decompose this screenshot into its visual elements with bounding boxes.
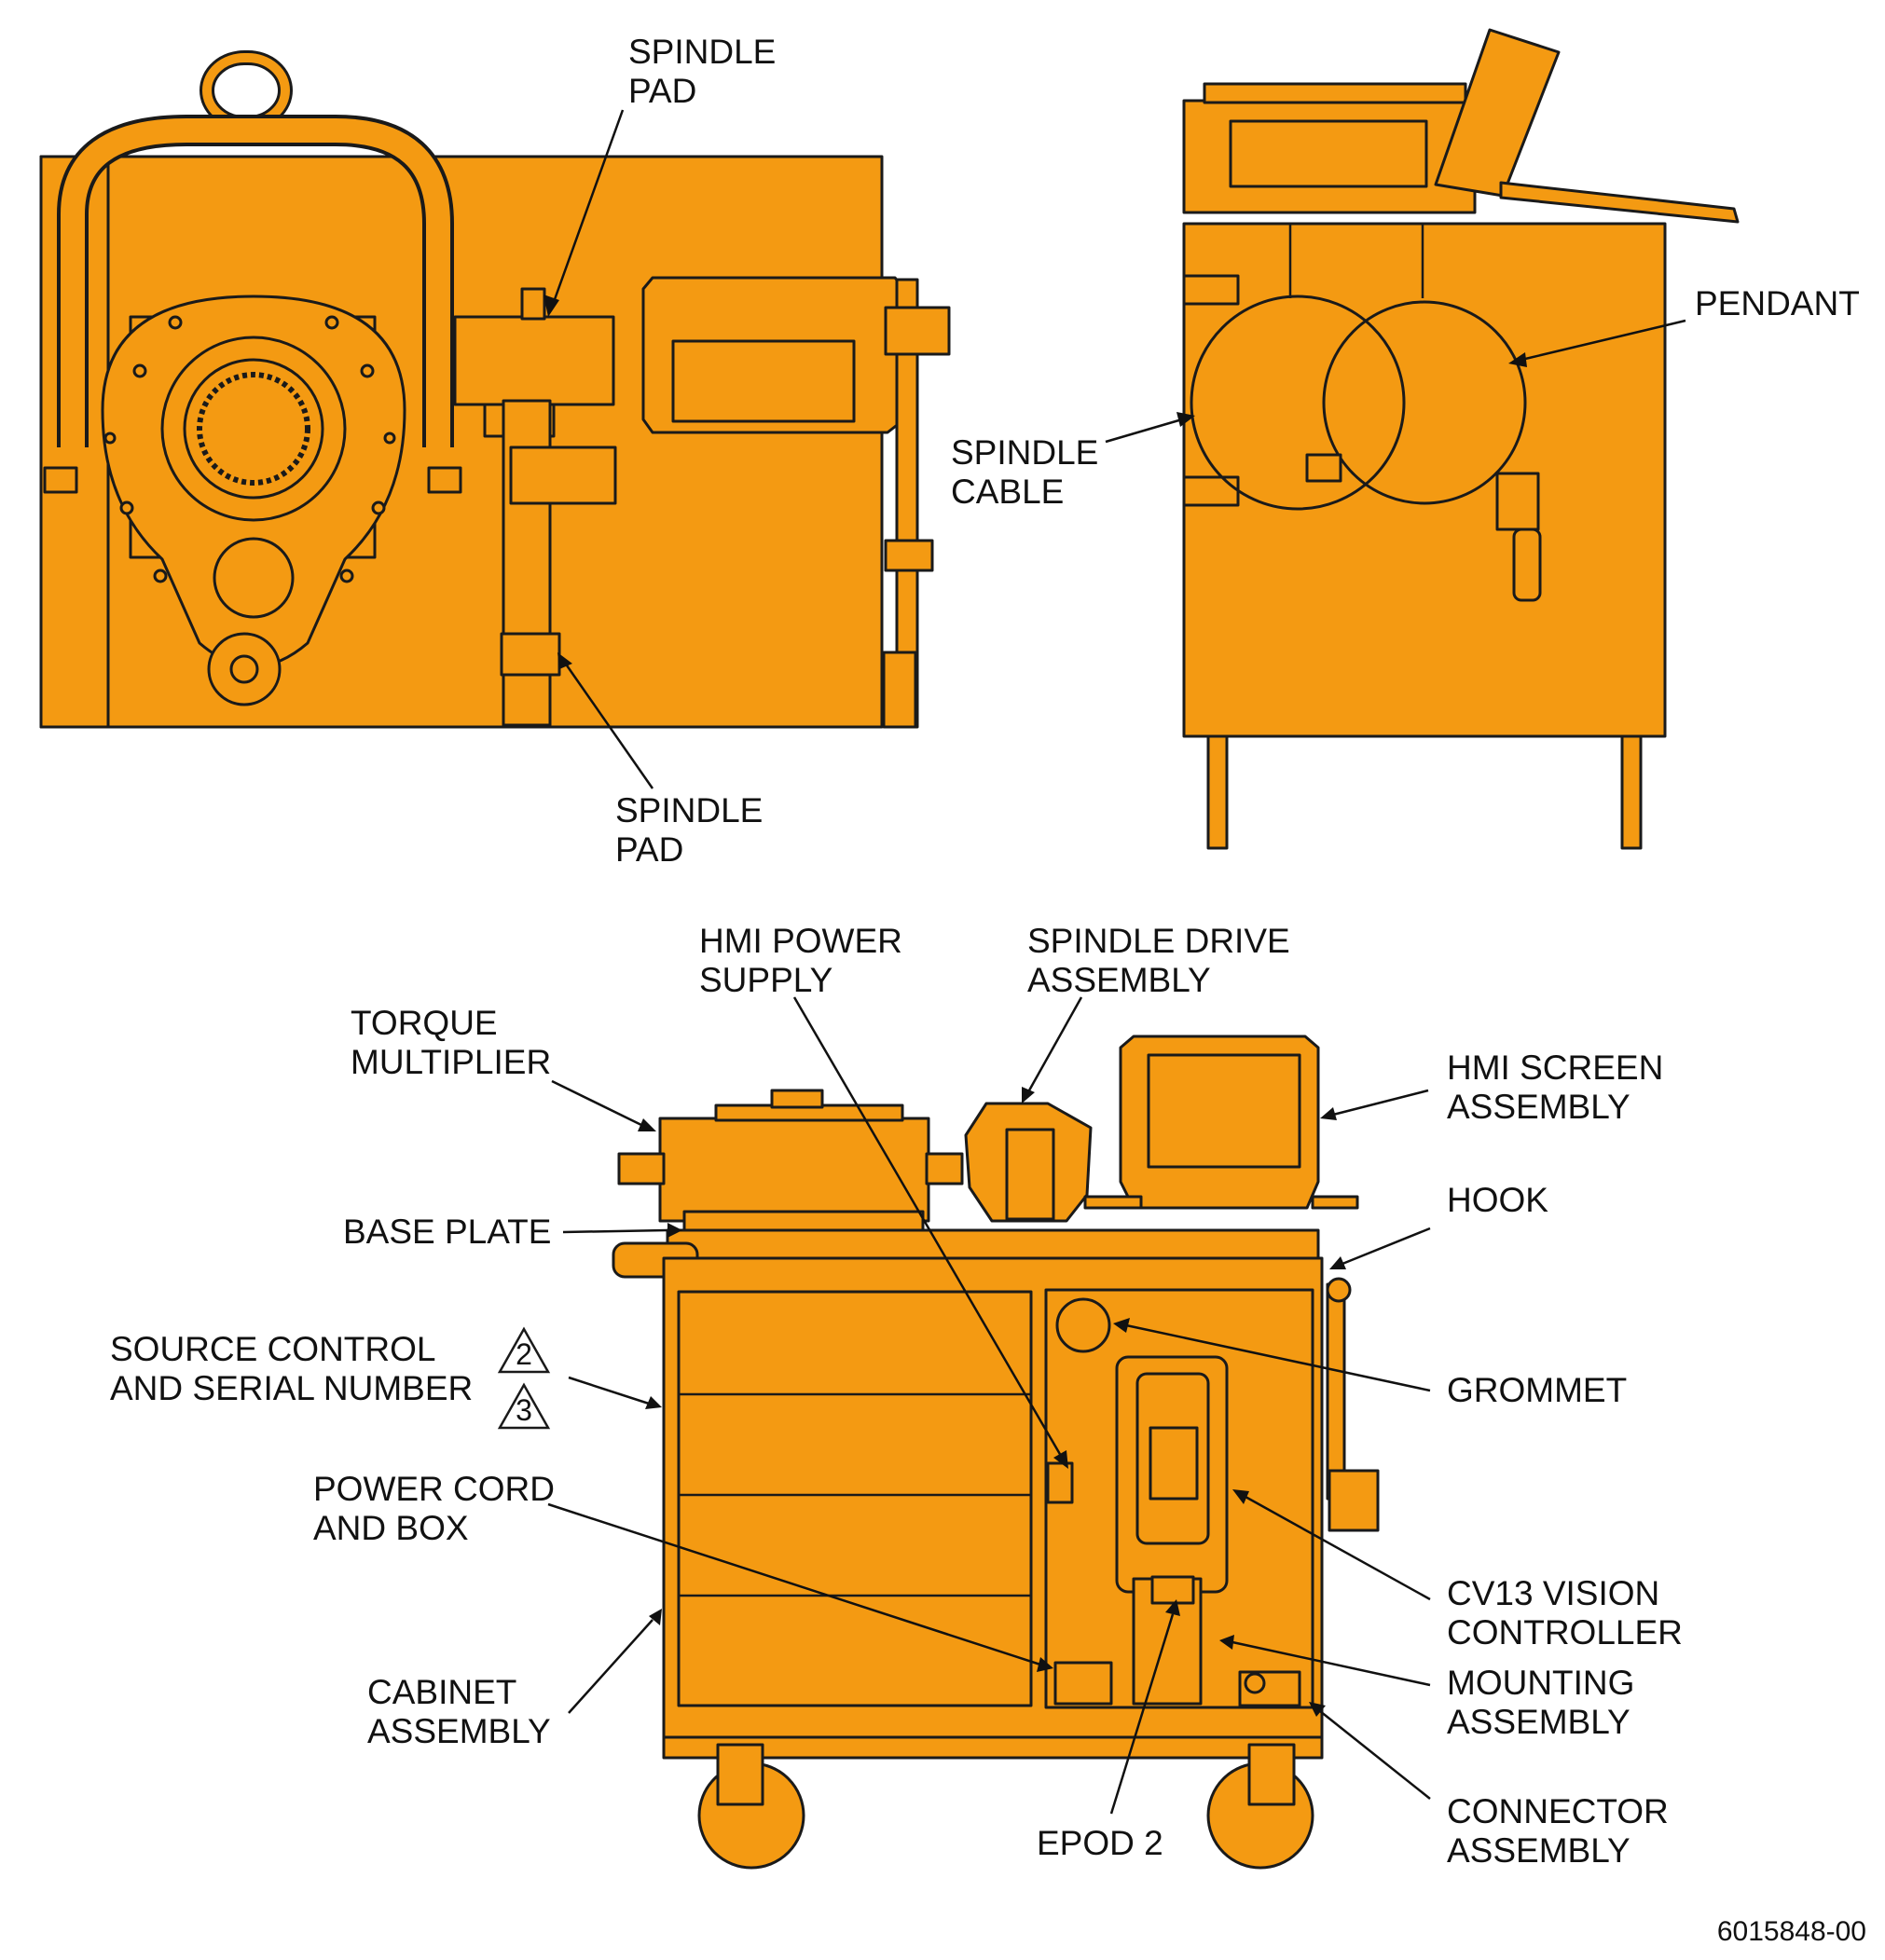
label-hmi-power-supply: HMI POWER SUPPLY <box>699 922 912 999</box>
label-cv13-vision-controller: CV13 VISION CONTROLLER <box>1447 1574 1683 1652</box>
label-hook: HOOK <box>1447 1181 1548 1219</box>
side-view-hmi-panel <box>1434 28 1561 198</box>
label-spindle-cable: SPINDLE CABLE <box>951 433 1108 511</box>
spindle-cable-coil <box>1190 295 1406 511</box>
side-view-handle <box>1499 181 1740 224</box>
side-view-cabinet <box>1182 222 1667 738</box>
label-epod-2: EPOD 2 <box>1037 1824 1163 1862</box>
hook <box>1326 1282 1346 1501</box>
pendant-cable-coil <box>1322 300 1527 505</box>
label-power-cord: POWER CORD AND BOX <box>313 1470 564 1547</box>
note-3-flag: 3 <box>497 1382 551 1430</box>
label-source-control: SOURCE CONTROL AND SERIAL NUMBER <box>110 1330 473 1407</box>
grommet <box>1055 1297 1111 1353</box>
svg-text:2: 2 <box>516 1337 532 1371</box>
front-view <box>612 1035 1380 1870</box>
spindle-pad-top <box>453 315 615 406</box>
figure-id: 6015848-00 <box>1717 1916 1866 1947</box>
base-plate <box>682 1210 925 1232</box>
note-2-flag: 2 <box>497 1326 551 1374</box>
label-grommet: GROMMET <box>1447 1371 1627 1409</box>
side-view <box>1182 28 1740 850</box>
svg-text:3: 3 <box>516 1393 532 1427</box>
label-spindle-pad-top: SPINDLE PAD <box>628 33 786 110</box>
leader-lines <box>543 109 1686 1815</box>
label-spindle-drive-assembly: SPINDLE DRIVE ASSEMBLY <box>1027 922 1300 999</box>
top-view <box>39 50 951 729</box>
epod-2 <box>1150 1575 1195 1605</box>
pendant <box>1495 472 1540 531</box>
torque-multiplier <box>658 1117 930 1223</box>
label-cabinet-assembly: CABINET ASSEMBLY <box>367 1673 551 1750</box>
label-mounting-assembly: MOUNTING ASSEMBLY <box>1447 1664 1644 1741</box>
label-pendant: PENDANT <box>1695 284 1860 322</box>
hmi-power-supply <box>1046 1461 1074 1504</box>
power-cord-box <box>1053 1661 1113 1706</box>
label-hmi-screen-assembly: HMI SCREEN ASSEMBLY <box>1447 1049 1673 1126</box>
label-base-plate: BASE PLATE <box>343 1213 551 1251</box>
label-torque-multiplier: TORQUE MULTIPLIER <box>351 1004 551 1081</box>
label-spindle-pad-bottom: SPINDLE PAD <box>615 791 773 869</box>
label-connector-assembly: CONNECTOR ASSEMBLY <box>1447 1792 1678 1870</box>
